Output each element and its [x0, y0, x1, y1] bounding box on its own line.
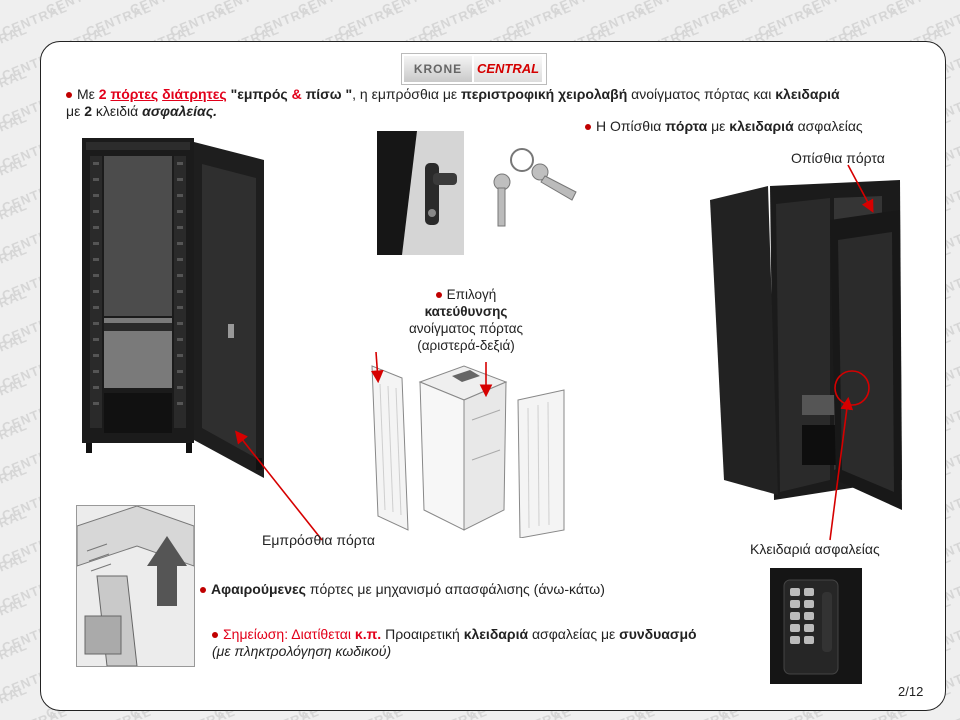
- logo-right-text: CENTRAL: [474, 56, 542, 82]
- security-lock-label: Κλειδαριά ασφαλείας: [750, 541, 880, 557]
- bullet-icon: [200, 581, 211, 597]
- rear-door-label: Οπίσθια πόρτα: [791, 150, 885, 166]
- bullet-icon: [212, 626, 223, 642]
- bullet-icon: [436, 287, 447, 302]
- keypad-lock-photo: [770, 568, 862, 684]
- direction-note: Επιλογή κατεύθυνσης ανοίγματος πόρτας (α…: [408, 287, 524, 353]
- page-number: 2/12: [898, 684, 924, 699]
- door-mechanism-photo: [76, 505, 195, 667]
- note-text: Σημείωση: Διατίθεται κ.π. Προαιρετική κλ…: [212, 626, 697, 659]
- removable-doors-note: Αφαιρούμενες πόρτες με μηχανισμό απασφάλ…: [200, 581, 760, 598]
- bullet-icon: [585, 118, 596, 134]
- handle-closeup-photo: [377, 131, 464, 255]
- keys-photo: [480, 148, 580, 230]
- cabinet-rear-photo: [710, 180, 908, 520]
- cabinet-doors-drawing: [368, 360, 570, 538]
- cabinet-front-photo: [76, 138, 266, 498]
- bullet-icon: [66, 86, 77, 102]
- intro-text: Με 2 πόρτες διάτρητες "εμπρός & πίσω ", …: [66, 86, 926, 103]
- rear-lock-note: Η Οπίσθια πόρτα με κλειδαριά ασφαλείας: [585, 118, 905, 135]
- front-door-label: Εμπρόσθια πόρτα: [262, 532, 375, 548]
- logo-left-text: KRONE: [404, 56, 472, 82]
- intro-text-line2: με 2 κλειδιά ασφαλείας.: [66, 103, 218, 119]
- logo: KRONE CENTRAL: [401, 53, 547, 85]
